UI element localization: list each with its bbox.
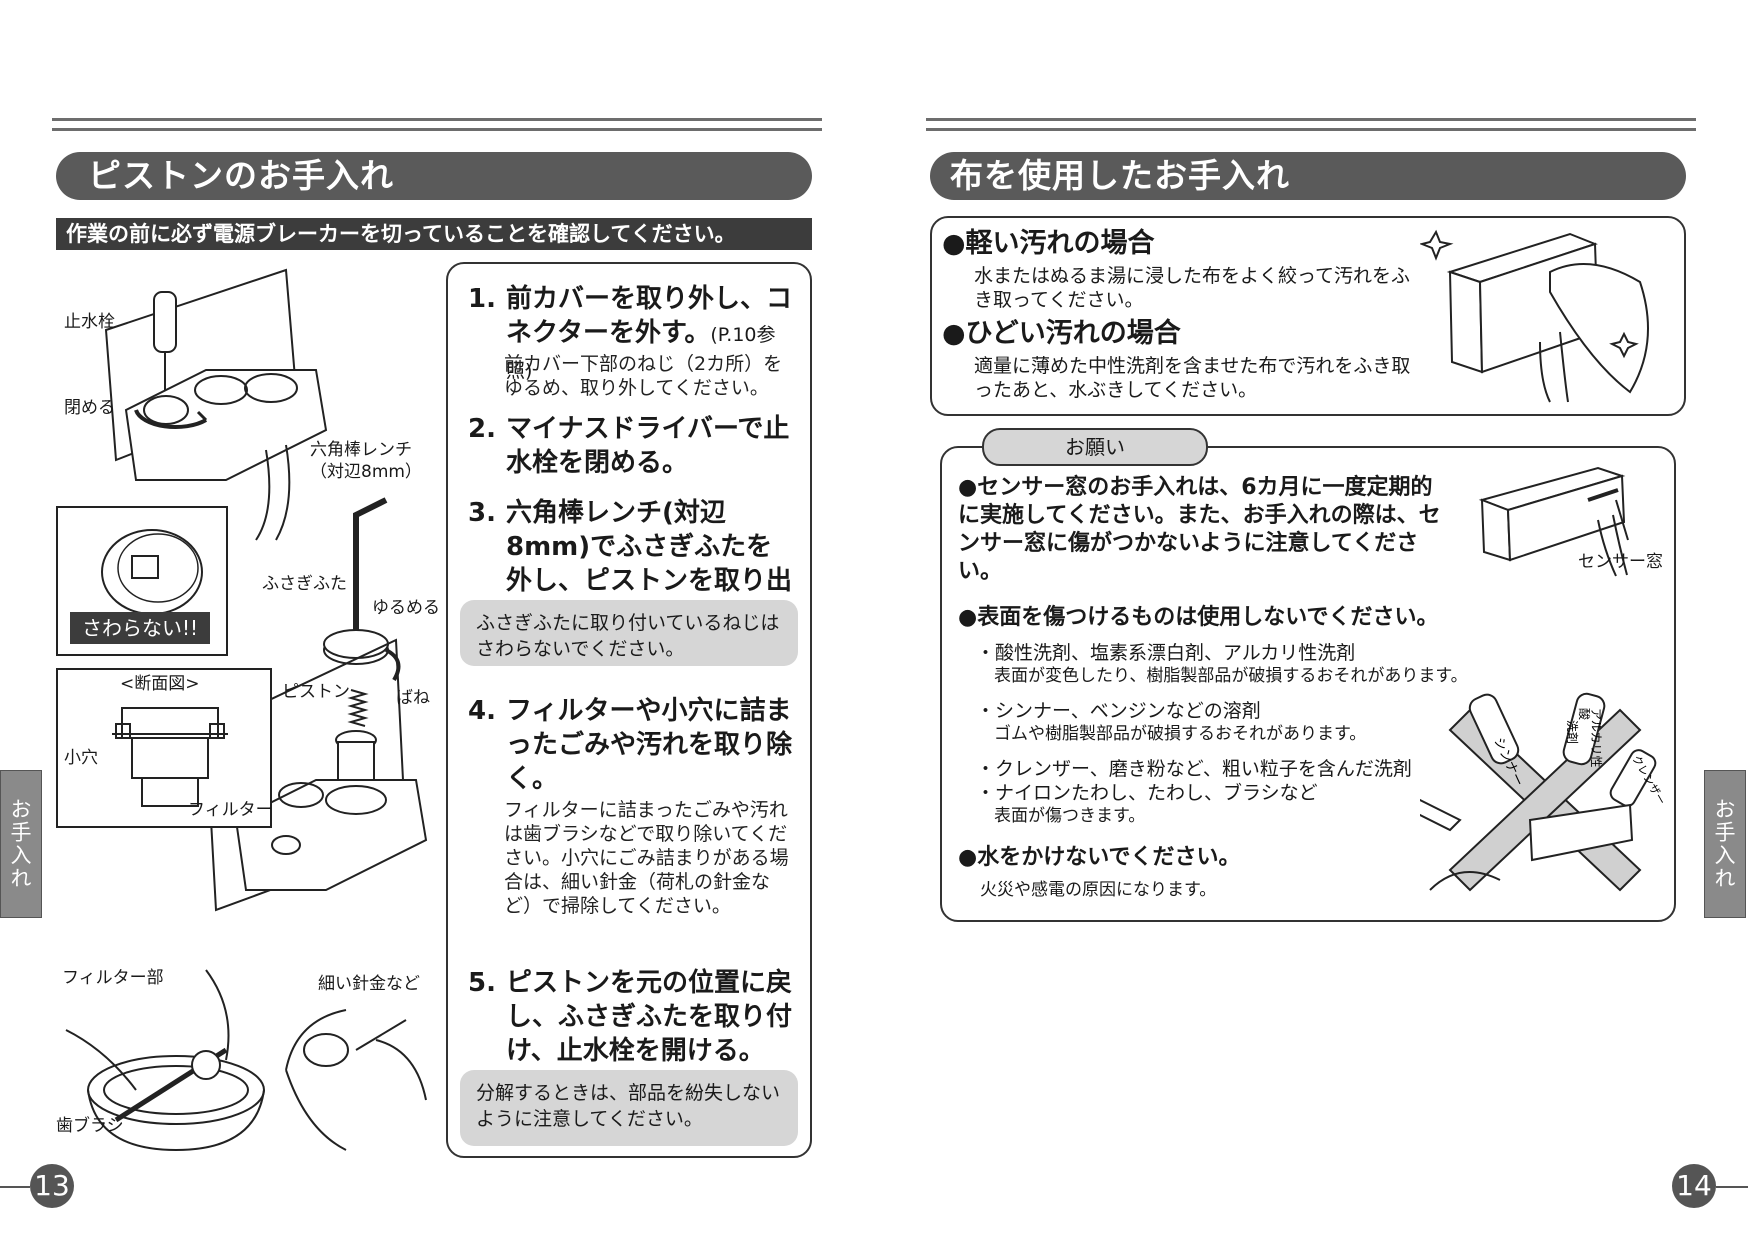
steps-box: 1. 前カバーを取り外し、コネクターを外す。(P.10参照) 前カバー下部のねじ… xyxy=(446,262,812,1158)
label-sensor-window: センサー窓 xyxy=(1578,552,1663,572)
step-ref: (P.10参照) xyxy=(506,324,776,382)
item-cleanser-title: ・クレンザー、磨き粉など、粗い粒子を含んだ洗剤 xyxy=(976,758,1412,780)
cleaning-illustration xyxy=(65,969,427,1152)
step-text: 六角棒レンチ(対辺8mm)でふさぎふたを外し、ピストンを取り出す。 xyxy=(506,498,793,630)
step-text: ピストンを元の位置に戻し、ふさぎふたを取り付け、止水栓を開ける。 xyxy=(506,968,793,1066)
heavy-dirt-text: 適量に薄めた中性洗剤を含ませた布で汚れをふき取ったあと、水ぶきしてください。 xyxy=(974,355,1411,401)
label-thin-wire: 細い針金など xyxy=(318,974,420,994)
label-filter-part: フィルター部 xyxy=(62,968,164,988)
step-number: 2. xyxy=(468,414,496,444)
top-rule-left-2 xyxy=(52,128,822,131)
request-surface: ●表面を傷つけるものは使用しないでください。 xyxy=(958,605,1439,630)
request-label: お願い xyxy=(982,428,1208,466)
note-screw: ふさぎふたに取り付いているねじはさわらないでください。 xyxy=(460,600,798,666)
section-view-inset xyxy=(56,668,272,828)
request-no-water: ●水をかけないでください。 xyxy=(958,845,1241,870)
bottle-label-acid: 酸 xyxy=(1577,708,1592,720)
page-title-right: 布を使用したお手入れ xyxy=(930,152,1686,200)
page-number-right: 14 xyxy=(1672,1164,1716,1208)
label-spring: ばね xyxy=(396,688,430,708)
prohibited-items-illustration: シンナー 酸 アルカリ性 洗剤 クレンザー xyxy=(1420,692,1668,892)
page-number-line-right xyxy=(1716,1186,1748,1188)
item-acid-desc: 表面が変色したり、樹脂製部品が破損するおそれがあります。 xyxy=(994,666,1468,686)
top-rule-right-2 xyxy=(926,128,1696,131)
label-plug-cap: ふさぎふた xyxy=(262,574,347,594)
label-hex-wrench-size: （対辺8mm） xyxy=(310,462,422,482)
item-acid-title: ・酸性洗剤、塩素系漂白剤、アルカリ性洗剤 xyxy=(976,642,1356,664)
label-stop-valve: 止水栓 xyxy=(64,312,115,332)
bottle-label-detergent: 洗剤 xyxy=(1565,720,1580,744)
step-text: マイナスドライバーで止水栓を閉める。 xyxy=(506,414,790,478)
label-small-hole: 小穴 xyxy=(64,748,98,768)
step-number: 3. xyxy=(468,498,496,528)
note-parts: 分解するときは、部品を紛失しないように注意してください。 xyxy=(460,1070,798,1146)
step-text: 前カバーを取り外し、コネクターを外す。 xyxy=(506,284,793,348)
sensor-unit-illustration xyxy=(1478,466,1629,577)
light-dirt-text: 水またはぬるま湯に浸した布をよく絞って汚れをふき取ってください。 xyxy=(974,265,1411,311)
page-number-line-left xyxy=(0,1186,30,1188)
request-sensor-care: ●センサー窓のお手入れは、6カ月に一度定期的に実施してください。また、お手入れの… xyxy=(958,475,1441,584)
top-rule-left-1 xyxy=(52,118,822,121)
step-number: 4. xyxy=(468,696,496,726)
heavy-dirt-heading: ●ひどい汚れの場合 xyxy=(942,318,1181,349)
page-number-left: 13 xyxy=(30,1164,74,1208)
label-piston: ピストン xyxy=(282,682,350,702)
bottle-label-alkaline: アルカリ性 xyxy=(1589,708,1603,768)
label-filter: フィルター xyxy=(188,800,273,820)
request-no-water-desc: 火災や感電の原因になります。 xyxy=(980,880,1217,900)
item-nylon-desc: 表面が傷つきます。 xyxy=(994,806,1146,826)
step-number: 5. xyxy=(468,968,496,998)
light-dirt-heading: ●軽い汚れの場合 xyxy=(942,228,1155,259)
label-loosen: ゆるめる xyxy=(372,598,440,618)
label-section-view: <断面図> xyxy=(120,674,200,694)
step-1-sub: 前カバー下部のねじ（2カ所）をゆるめ、取り外してください。 xyxy=(504,353,783,399)
warning-bar: 作業の前に必ず電源ブレーカーを切っていることを確認してください。 xyxy=(56,218,812,250)
request-box xyxy=(940,446,1676,922)
label-toothbrush: 歯ブラシ xyxy=(56,1116,124,1136)
cloth-cleaning-box: ●軽い汚れの場合 水またはぬるま湯に浸した布をよく絞って汚れをふき取ってください… xyxy=(930,216,1686,416)
side-tab-right[interactable]: お手入れ xyxy=(1704,770,1746,918)
side-tab-left[interactable]: お手入れ xyxy=(0,770,42,918)
step-4-sub: フィルターに詰まったごみや汚れは歯ブラシなどで取り除いてください。小穴にごみ詰ま… xyxy=(504,799,789,917)
wiping-sensor-illustration xyxy=(1420,229,1649,403)
do-not-touch-label: さわらない!! xyxy=(70,612,210,644)
label-close: 閉める xyxy=(64,398,115,418)
step-number: 1. xyxy=(468,284,496,314)
page-title-left: ピストンのお手入れ xyxy=(56,152,812,200)
item-thinner-title: ・シンナー、ベンジンなどの溶剤 xyxy=(976,700,1261,722)
item-nylon-title: ・ナイロンたわし、たわし、ブラシなど xyxy=(976,782,1318,804)
step-text: フィルターや小穴に詰まったごみや汚れを取り除く。 xyxy=(506,696,793,794)
step-1: 1. 前カバーを取り外し、コネクターを外す。(P.10参照) xyxy=(468,282,794,382)
top-rule-right-1 xyxy=(926,118,1696,121)
item-thinner-desc: ゴムや樹脂製部品が破損するおそれがあります。 xyxy=(994,724,1367,744)
label-hex-wrench: 六角棒レンチ xyxy=(310,440,412,460)
valve-unit-illustration xyxy=(104,268,428,912)
